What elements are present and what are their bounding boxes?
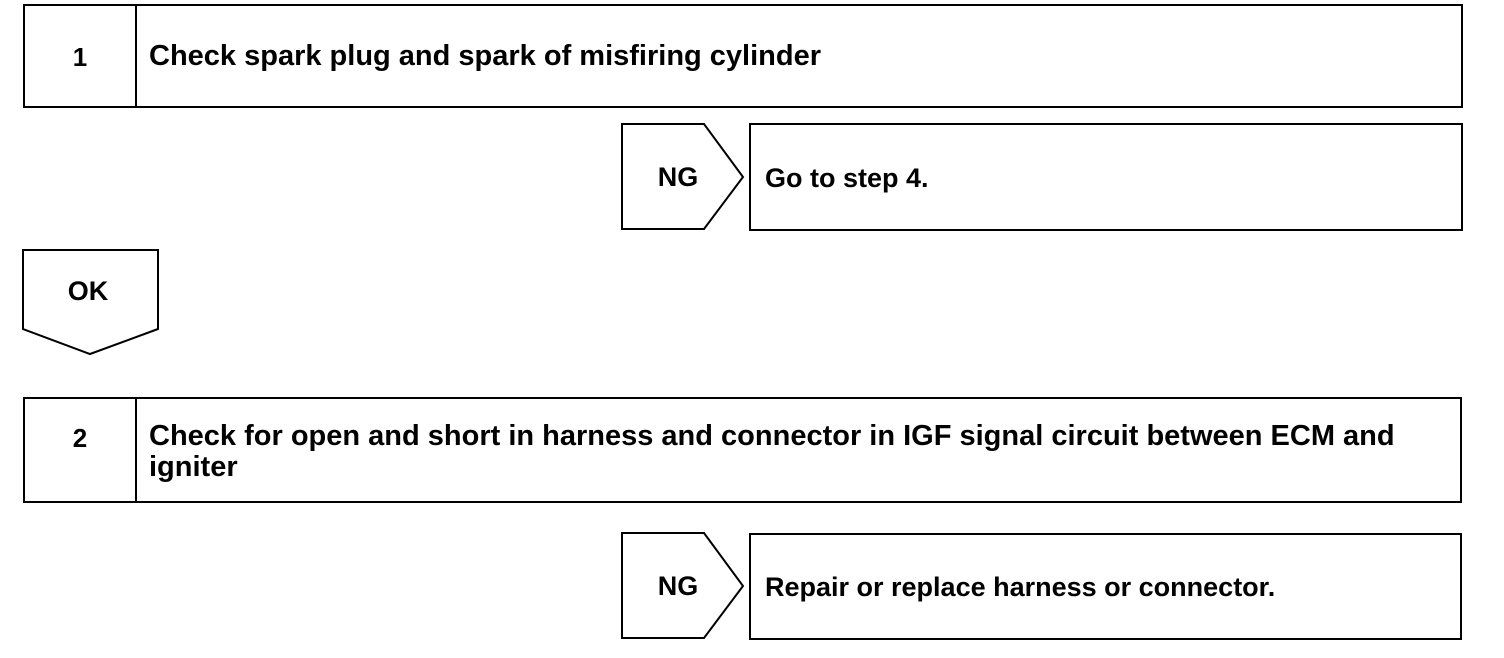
ng-result-2-text: Repair or replace harness or connector.: [765, 572, 1276, 602]
ng-arrow-1: [621, 123, 745, 230]
ok-label: OK: [67, 276, 109, 306]
step-1-text: Check spark plug and spark of misfiring …: [149, 40, 822, 72]
step-1-box: 1 Check spark plug and spark of misfirin…: [23, 4, 1463, 108]
ng-result-1-text: Go to step 4.: [765, 163, 929, 193]
ng-arrow-2: [621, 532, 745, 639]
step-2-number: 2: [25, 399, 137, 501]
step-1-number: 1: [25, 6, 137, 106]
ng-label-2: NG: [657, 571, 699, 601]
ng-label-1: NG: [657, 162, 699, 192]
step-2-text: Check for open and short in harness and …: [149, 420, 1395, 483]
ng-result-2-box: Repair or replace harness or connector.: [749, 533, 1462, 640]
ng-result-1-box: Go to step 4.: [749, 123, 1463, 231]
ok-arrow: [22, 249, 159, 356]
step-2-box: 2 Check for open and short in harness an…: [23, 397, 1462, 503]
